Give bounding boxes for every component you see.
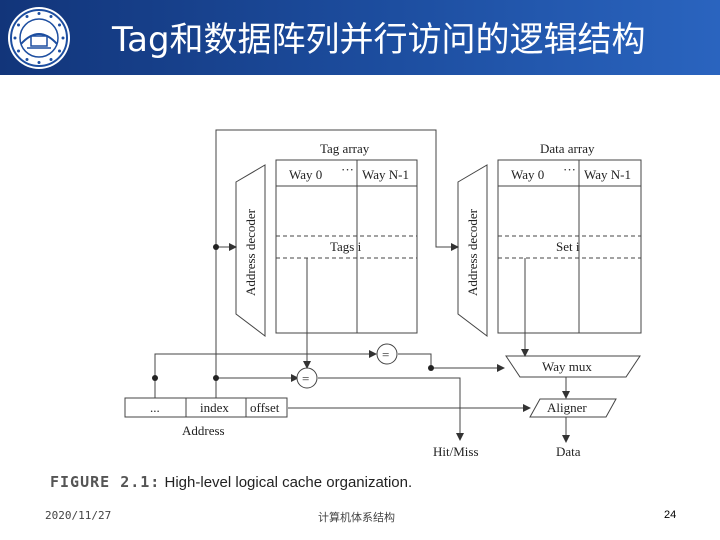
figure-caption-text: High-level logical cache organization. [160,474,413,491]
tag-wayN-label: Way N-1 [362,167,409,182]
comparator-tags [376,343,398,365]
data-output-label: Data [556,444,581,459]
tag-address-decoder [235,164,266,338]
address-field-index: index [200,400,229,415]
page-number: 24 [664,509,677,521]
tag-array-label: Tag array [320,141,370,156]
address-field-offset: offset [250,400,280,415]
footer-date: 2020/11/27 [45,509,112,522]
comparator-tags-symbol: = [382,347,389,362]
tag-decoder-label: Address decoder [243,208,258,296]
way-mux [505,355,641,378]
data-way0-label: Way 0 [511,167,544,182]
aligner-label: Aligner [547,400,587,415]
hit-miss-label: Hit/Miss [433,444,479,459]
tag-array-block [275,159,418,334]
tag-ellipsis: ··· [341,162,354,177]
data-array-block [497,159,642,334]
footer-course-name: 计算机体系结构 [318,511,395,524]
comparator-address [296,367,318,389]
tags-i-label: Tags i [330,239,362,254]
data-decoder-label: Address decoder [465,208,480,296]
data-ellipsis: ··· [563,162,576,177]
data-wayN-label: Way N-1 [584,167,631,182]
data-array-label: Data array [540,141,595,156]
address-label: Address [182,423,225,438]
aligner [529,398,617,418]
title-banner: Tag和数据阵列并行访问的逻辑结构 [0,0,720,75]
comparator-address-symbol: = [302,371,309,386]
way-mux-label: Way mux [542,359,592,374]
address-field-tag: ... [150,400,160,415]
slide-title: Tag和数据阵列并行访问的逻辑结构 [112,20,646,60]
set-i-label: Set i [556,239,580,254]
data-address-decoder [457,164,488,338]
tag-way0-label: Way 0 [289,167,322,182]
figure-caption-label: FIGURE 2.1: [50,473,161,491]
figure-caption: FIGURE 2.1: High-level logical cache org… [50,473,412,491]
university-seal-icon [8,7,70,69]
